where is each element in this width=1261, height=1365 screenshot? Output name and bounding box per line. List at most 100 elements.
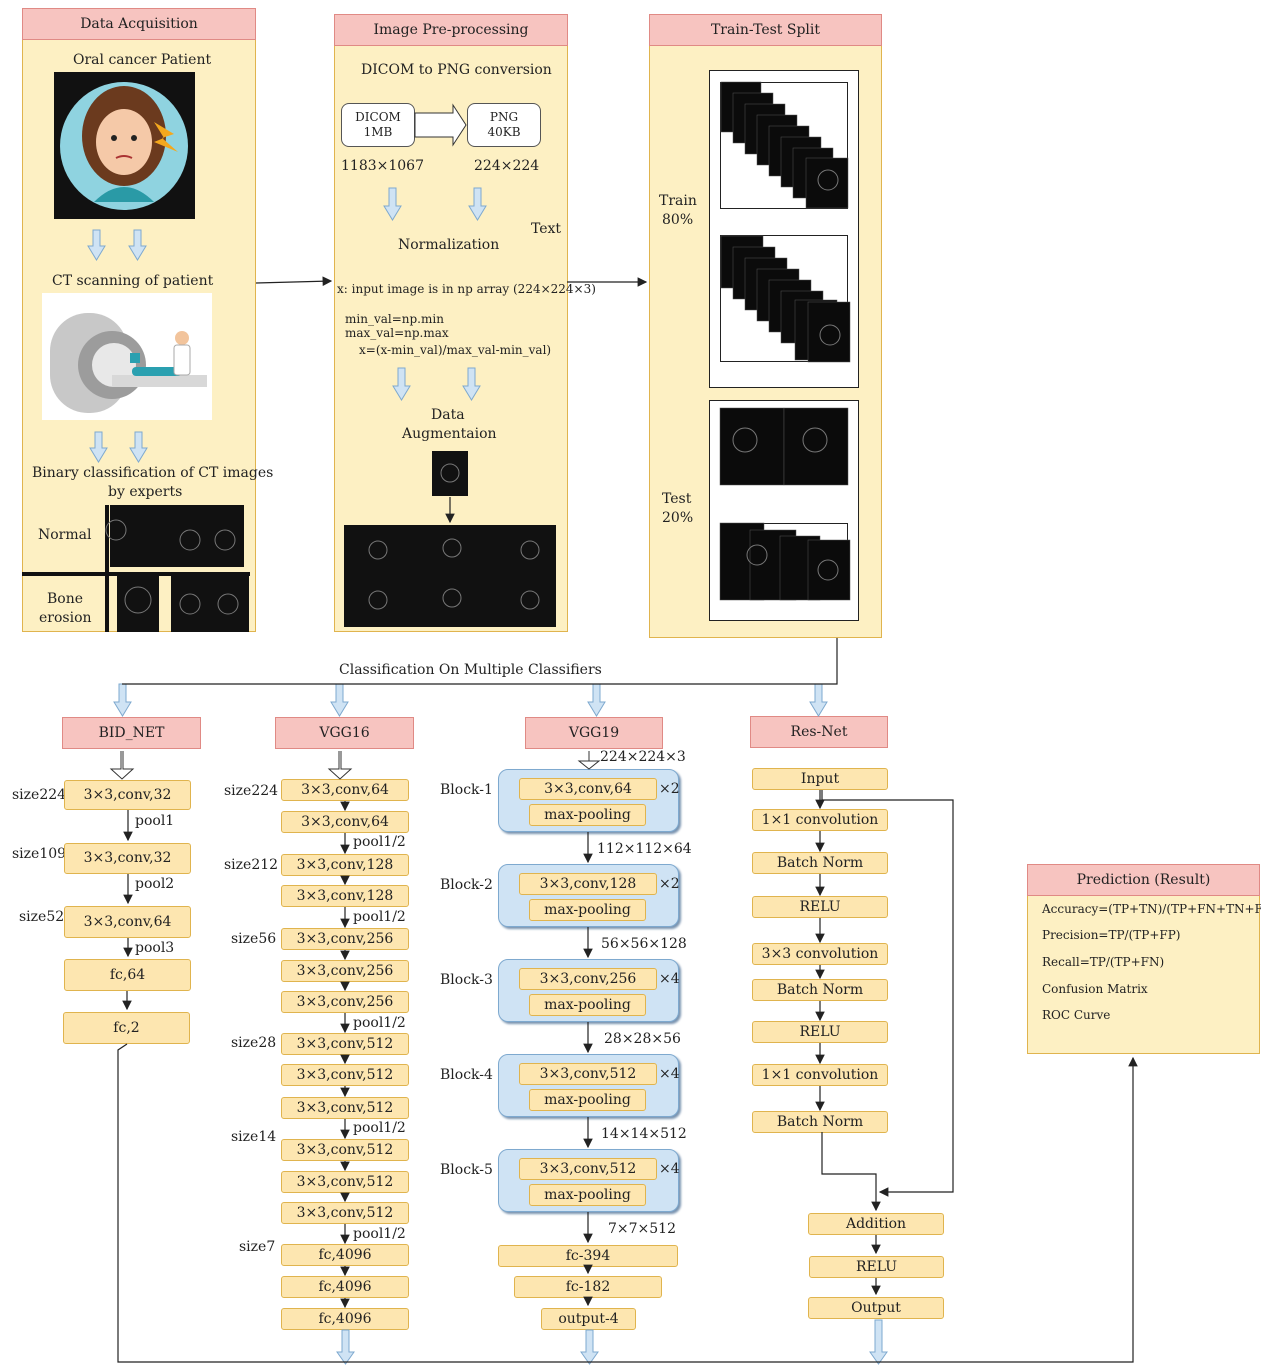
formula-3: x=(x-min_val)/max_val-min_val) <box>359 343 552 357</box>
normal-label: Normal <box>38 527 92 543</box>
bone-label-1: Bone <box>47 591 84 607</box>
train-test-header: Train-Test Split <box>649 14 882 46</box>
vgg19-pool-3: max-pooling <box>529 994 646 1016</box>
resnet-layer-7: RELU <box>752 1021 888 1043</box>
bidnet-size-1: size224 <box>12 787 67 803</box>
vgg19-out-2: 56×56×128 <box>601 936 687 952</box>
vgg16-layer-5: 3×3,conv,256 <box>281 928 409 950</box>
conversion-label: DICOM to PNG conversion <box>361 62 552 78</box>
vgg16-layer-10: 3×3,conv,512 <box>281 1097 409 1119</box>
vgg16-size-4: size28 <box>231 1035 277 1051</box>
vgg19-conv-5: 3×3,conv,512 <box>519 1158 657 1180</box>
vgg19-input-dims: 224×224×3 <box>600 749 686 765</box>
resnet-layer-6: Batch Norm <box>752 979 888 1001</box>
bidnet-header: BID_NET <box>62 717 201 749</box>
vgg19-mult-3: ×4 <box>659 971 680 987</box>
vgg16-layer-1: 3×3,conv,64 <box>281 779 409 801</box>
metric-recall: Recall=TP/(TP+FN) <box>1042 955 1165 969</box>
bidnet-size-2: size109 <box>12 846 67 862</box>
resnet-layer-8: 1×1 convolution <box>752 1064 888 1086</box>
vgg19-block-name-5: Block-5 <box>440 1162 493 1178</box>
binary-label-1: Binary classification of CT images <box>32 465 274 481</box>
resnet-layer-2: 1×1 convolution <box>752 809 888 831</box>
ct-label: CT scanning of patient <box>52 273 214 289</box>
bidnet-pool-3: pool3 <box>135 940 175 956</box>
vgg19-mult-2: ×2 <box>659 876 680 892</box>
vgg19-pool-5: max-pooling <box>529 1184 646 1206</box>
train-images-inner-1 <box>720 82 848 209</box>
bidnet-layer-4: fc,64 <box>64 959 191 991</box>
vgg19-pool-2: max-pooling <box>529 899 646 921</box>
bidnet-layer-3: 3×3,conv,64 <box>64 906 191 938</box>
vgg19-block-name-1: Block-1 <box>440 782 493 798</box>
ct-scanner-illustration <box>42 293 212 420</box>
vgg16-layer-14: fc,4096 <box>281 1244 409 1266</box>
prediction-header: Prediction (Result) <box>1027 864 1260 896</box>
vgg19-out-3: 28×28×56 <box>604 1031 681 1047</box>
resnet-relu-final: RELU <box>809 1256 944 1278</box>
vgg19-conv-1: 3×3,conv,64 <box>519 778 657 800</box>
bidnet-layer-2: 3×3,conv,32 <box>64 843 191 874</box>
input-note: x: input image is in np array (224×224×3… <box>337 282 596 296</box>
vgg16-pool-4: pool1/2 <box>353 1120 406 1136</box>
vgg19-mult-5: ×4 <box>659 1161 680 1177</box>
vgg16-layer-3: 3×3,conv,128 <box>281 854 409 876</box>
resnet-layer-9: Batch Norm <box>752 1111 888 1133</box>
vgg16-pool-1: pool1/2 <box>353 834 406 850</box>
resnet-layer-1: Input <box>752 768 888 790</box>
png-dims: 224×224 <box>474 158 540 174</box>
vgg16-size-3: size56 <box>231 931 277 947</box>
resnet-layer-4: RELU <box>752 896 888 918</box>
vgg16-layer-4: 3×3,conv,128 <box>281 885 409 907</box>
vgg16-size-6: size7 <box>239 1239 276 1255</box>
test-label: Test <box>662 491 692 507</box>
classification-label: Classification On Multiple Classifiers <box>339 662 602 678</box>
train-images-inner-2 <box>720 235 848 362</box>
data-acquisition-header: Data Acquisition <box>22 8 256 40</box>
metric-precision: Precision=TP/(TP+FP) <box>1042 928 1181 942</box>
bidnet-size-3: size52 <box>19 909 65 925</box>
vgg19-mult-4: ×4 <box>659 1066 680 1082</box>
vgg19-block-name-4: Block-4 <box>440 1067 493 1083</box>
metric-accuracy: Accuracy=(TP+TN)/(TP+FN+TN+FP) <box>1042 902 1261 916</box>
png-name: PNG <box>489 110 519 124</box>
text-label: Text <box>531 221 562 237</box>
vgg16-size-5: size14 <box>231 1129 277 1145</box>
normal-ct-images <box>110 505 244 567</box>
vgg19-conv-2: 3×3,conv,128 <box>519 873 657 895</box>
vgg16-layer-16: fc,4096 <box>281 1308 409 1330</box>
bidnet-pool-1: pool1 <box>135 813 175 829</box>
dicom-name: DICOM <box>355 110 401 124</box>
vgg19-pool-4: max-pooling <box>529 1089 646 1111</box>
preprocessing-header: Image Pre-processing <box>334 14 568 46</box>
vgg19-block-name-2: Block-2 <box>440 877 493 893</box>
dicom-dims: 1183×1067 <box>341 158 424 174</box>
bidnet-layer-1: 3×3,conv,32 <box>64 780 191 810</box>
vgg19-pool-1: max-pooling <box>529 804 646 826</box>
resnet-layer-5: 3×3 convolution <box>752 943 888 965</box>
normalization-label: Normalization <box>398 237 500 253</box>
bone-erosion-ct-image-2 <box>171 575 249 632</box>
resnet-header: Res-Net <box>750 716 888 748</box>
formula-1: min_val=np.min <box>345 312 444 326</box>
vgg16-header: VGG16 <box>275 717 414 749</box>
metric-confusion-matrix: Confusion Matrix <box>1042 982 1148 996</box>
vgg16-layer-11: 3×3,conv,512 <box>281 1139 409 1161</box>
png-box: PNG 40KB <box>467 103 541 147</box>
test-images-inner-2 <box>720 523 848 600</box>
vgg19-out-4: 14×14×512 <box>601 1126 687 1142</box>
train-label: Train <box>659 193 697 209</box>
vgg19-conv-4: 3×3,conv,512 <box>519 1063 657 1085</box>
vgg19-fc-2: fc-182 <box>514 1276 662 1298</box>
resnet-addition: Addition <box>808 1213 944 1235</box>
bone-label-2: erosion <box>39 610 92 626</box>
vgg16-size-1: size224 <box>224 783 279 799</box>
patient-face-icon <box>60 82 188 210</box>
augmented-images-grid <box>344 525 556 627</box>
vgg19-block-name-3: Block-3 <box>440 972 493 988</box>
augmentation-label-2: Augmentaion <box>402 426 497 442</box>
vgg16-size-2: size212 <box>224 857 279 873</box>
resnet-layer-3: Batch Norm <box>752 852 888 874</box>
vgg16-layer-15: fc,4096 <box>281 1276 409 1298</box>
divider-vertical <box>105 505 109 632</box>
